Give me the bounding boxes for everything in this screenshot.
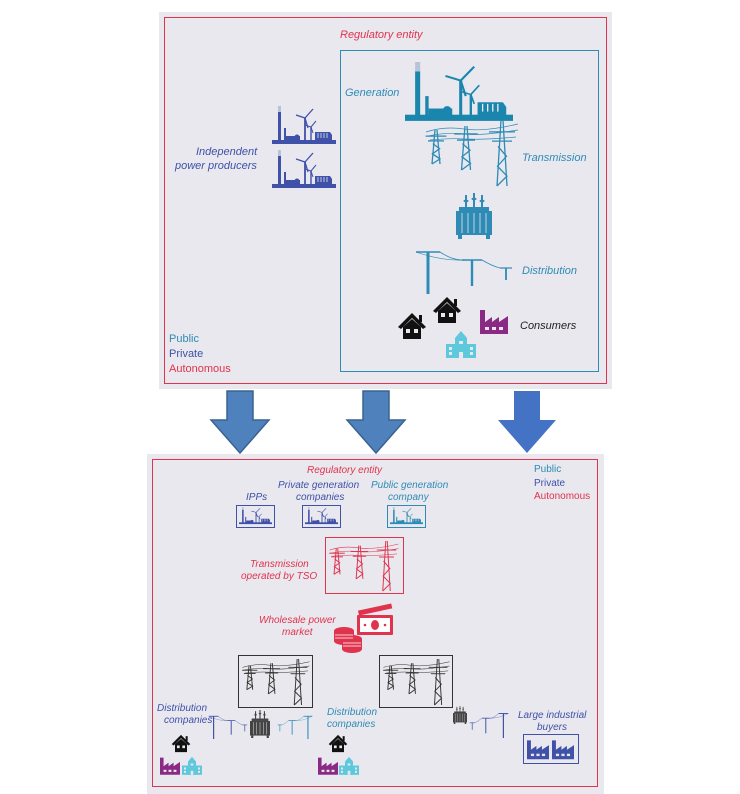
house-icon xyxy=(171,734,191,753)
market-label-line2: market xyxy=(282,627,313,638)
down-arrow-icon xyxy=(209,390,271,455)
public-building-icon xyxy=(446,330,476,358)
dist-public-label-line1: Distribution xyxy=(327,707,378,718)
distribution-label: Distribution xyxy=(522,265,578,277)
factory-icon xyxy=(480,308,508,334)
legend-public: Public xyxy=(534,464,562,475)
private-gen-label-line1: Private generation xyxy=(278,480,360,491)
factory-icon xyxy=(527,740,549,760)
power-plant-icon xyxy=(405,62,513,124)
money-icon xyxy=(332,603,396,655)
power-plant-icon xyxy=(272,150,336,190)
regulatory-entity-label-top: Regulatory entity xyxy=(340,29,423,41)
factory-icon xyxy=(552,740,574,760)
ipps-label: IPPs xyxy=(246,492,268,503)
transformer-icon xyxy=(250,710,270,738)
house-icon xyxy=(328,734,348,753)
ipp-generator-box xyxy=(236,505,275,528)
legend-private: Private xyxy=(169,348,204,360)
house-icon xyxy=(397,312,427,340)
transformer-icon xyxy=(453,706,467,724)
tso-label-line1: Transmission xyxy=(250,559,309,570)
public-utility-frame xyxy=(340,50,599,372)
dist-private-label-line2: companies xyxy=(164,715,213,726)
tso-label-line2: operated by TSO xyxy=(241,571,318,582)
down-arrow-icon xyxy=(345,390,407,455)
transmission-tower-icon xyxy=(424,119,520,187)
regulatory-entity-label-bottom: Regulatory entity xyxy=(307,465,383,476)
dist-private-label-line1: Distribution xyxy=(157,703,208,714)
market-label-line1: Wholesale power xyxy=(259,615,336,626)
legend-public: Public xyxy=(169,333,199,345)
industrial-label-line1: Large industrial xyxy=(518,710,587,721)
industrial-label-line2: buyers xyxy=(537,722,568,733)
distribution-pole-icon xyxy=(414,246,514,294)
factory-icon xyxy=(160,756,180,775)
private-transmission-box xyxy=(238,655,313,708)
regulatory-frame-top xyxy=(164,17,607,384)
public-gen-label-line2: company xyxy=(388,492,429,503)
private-gen-label-line2: companies xyxy=(296,492,345,503)
factory-icon xyxy=(318,756,338,775)
public-gen-label-line1: Public generation xyxy=(371,480,449,491)
public-building-icon xyxy=(182,756,202,775)
ipp-label-line1: Independent xyxy=(196,146,258,158)
distribution-pole-icon xyxy=(208,713,248,739)
private-generator-box xyxy=(302,505,341,528)
consumers-label: Consumers xyxy=(520,320,577,332)
legend-autonomous: Autonomous xyxy=(169,363,231,375)
legend-private: Private xyxy=(534,478,566,489)
public-transmission-box xyxy=(379,655,453,708)
regulatory-frame-bottom xyxy=(152,459,598,787)
public-generator-box xyxy=(387,505,426,528)
distribution-pole-icon xyxy=(469,710,509,738)
tso-transmission-box xyxy=(325,537,404,594)
public-building-icon xyxy=(339,756,359,775)
dist-public-label-line2: companies xyxy=(327,719,376,730)
generation-label: Generation xyxy=(345,87,400,99)
transmission-label: Transmission xyxy=(522,152,587,164)
house-icon xyxy=(432,296,462,324)
power-plant-icon xyxy=(272,106,336,146)
down-arrow-icon xyxy=(497,390,557,454)
ipp-label-line2: power producers xyxy=(175,160,257,172)
distribution-pole-icon xyxy=(277,713,313,739)
transformer-icon xyxy=(456,193,492,239)
industrial-buyers-box xyxy=(523,734,579,764)
legend-autonomous: Autonomous xyxy=(534,491,591,502)
top-panel xyxy=(159,12,612,389)
